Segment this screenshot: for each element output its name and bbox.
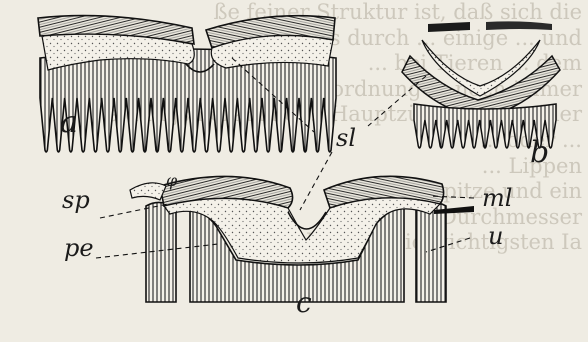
label-u: u — [488, 222, 503, 250]
figure-b-top-strip-left — [428, 22, 470, 32]
label-ml: ml — [482, 184, 512, 212]
label-a: a — [60, 105, 78, 140]
label-pe: pe — [64, 234, 94, 262]
label-b: b — [530, 135, 549, 170]
figure-b-top-strip-right — [486, 21, 552, 30]
label-phi: φ — [166, 171, 178, 190]
figure-c — [130, 176, 474, 302]
figure-c-left-wedge — [130, 183, 166, 200]
label-c: c — [296, 286, 312, 319]
label-sp: sp — [62, 186, 90, 214]
label-sl: sl — [336, 124, 356, 152]
figure-a — [38, 16, 336, 152]
figure-c-right-column — [416, 202, 446, 302]
figure-b — [402, 21, 560, 148]
